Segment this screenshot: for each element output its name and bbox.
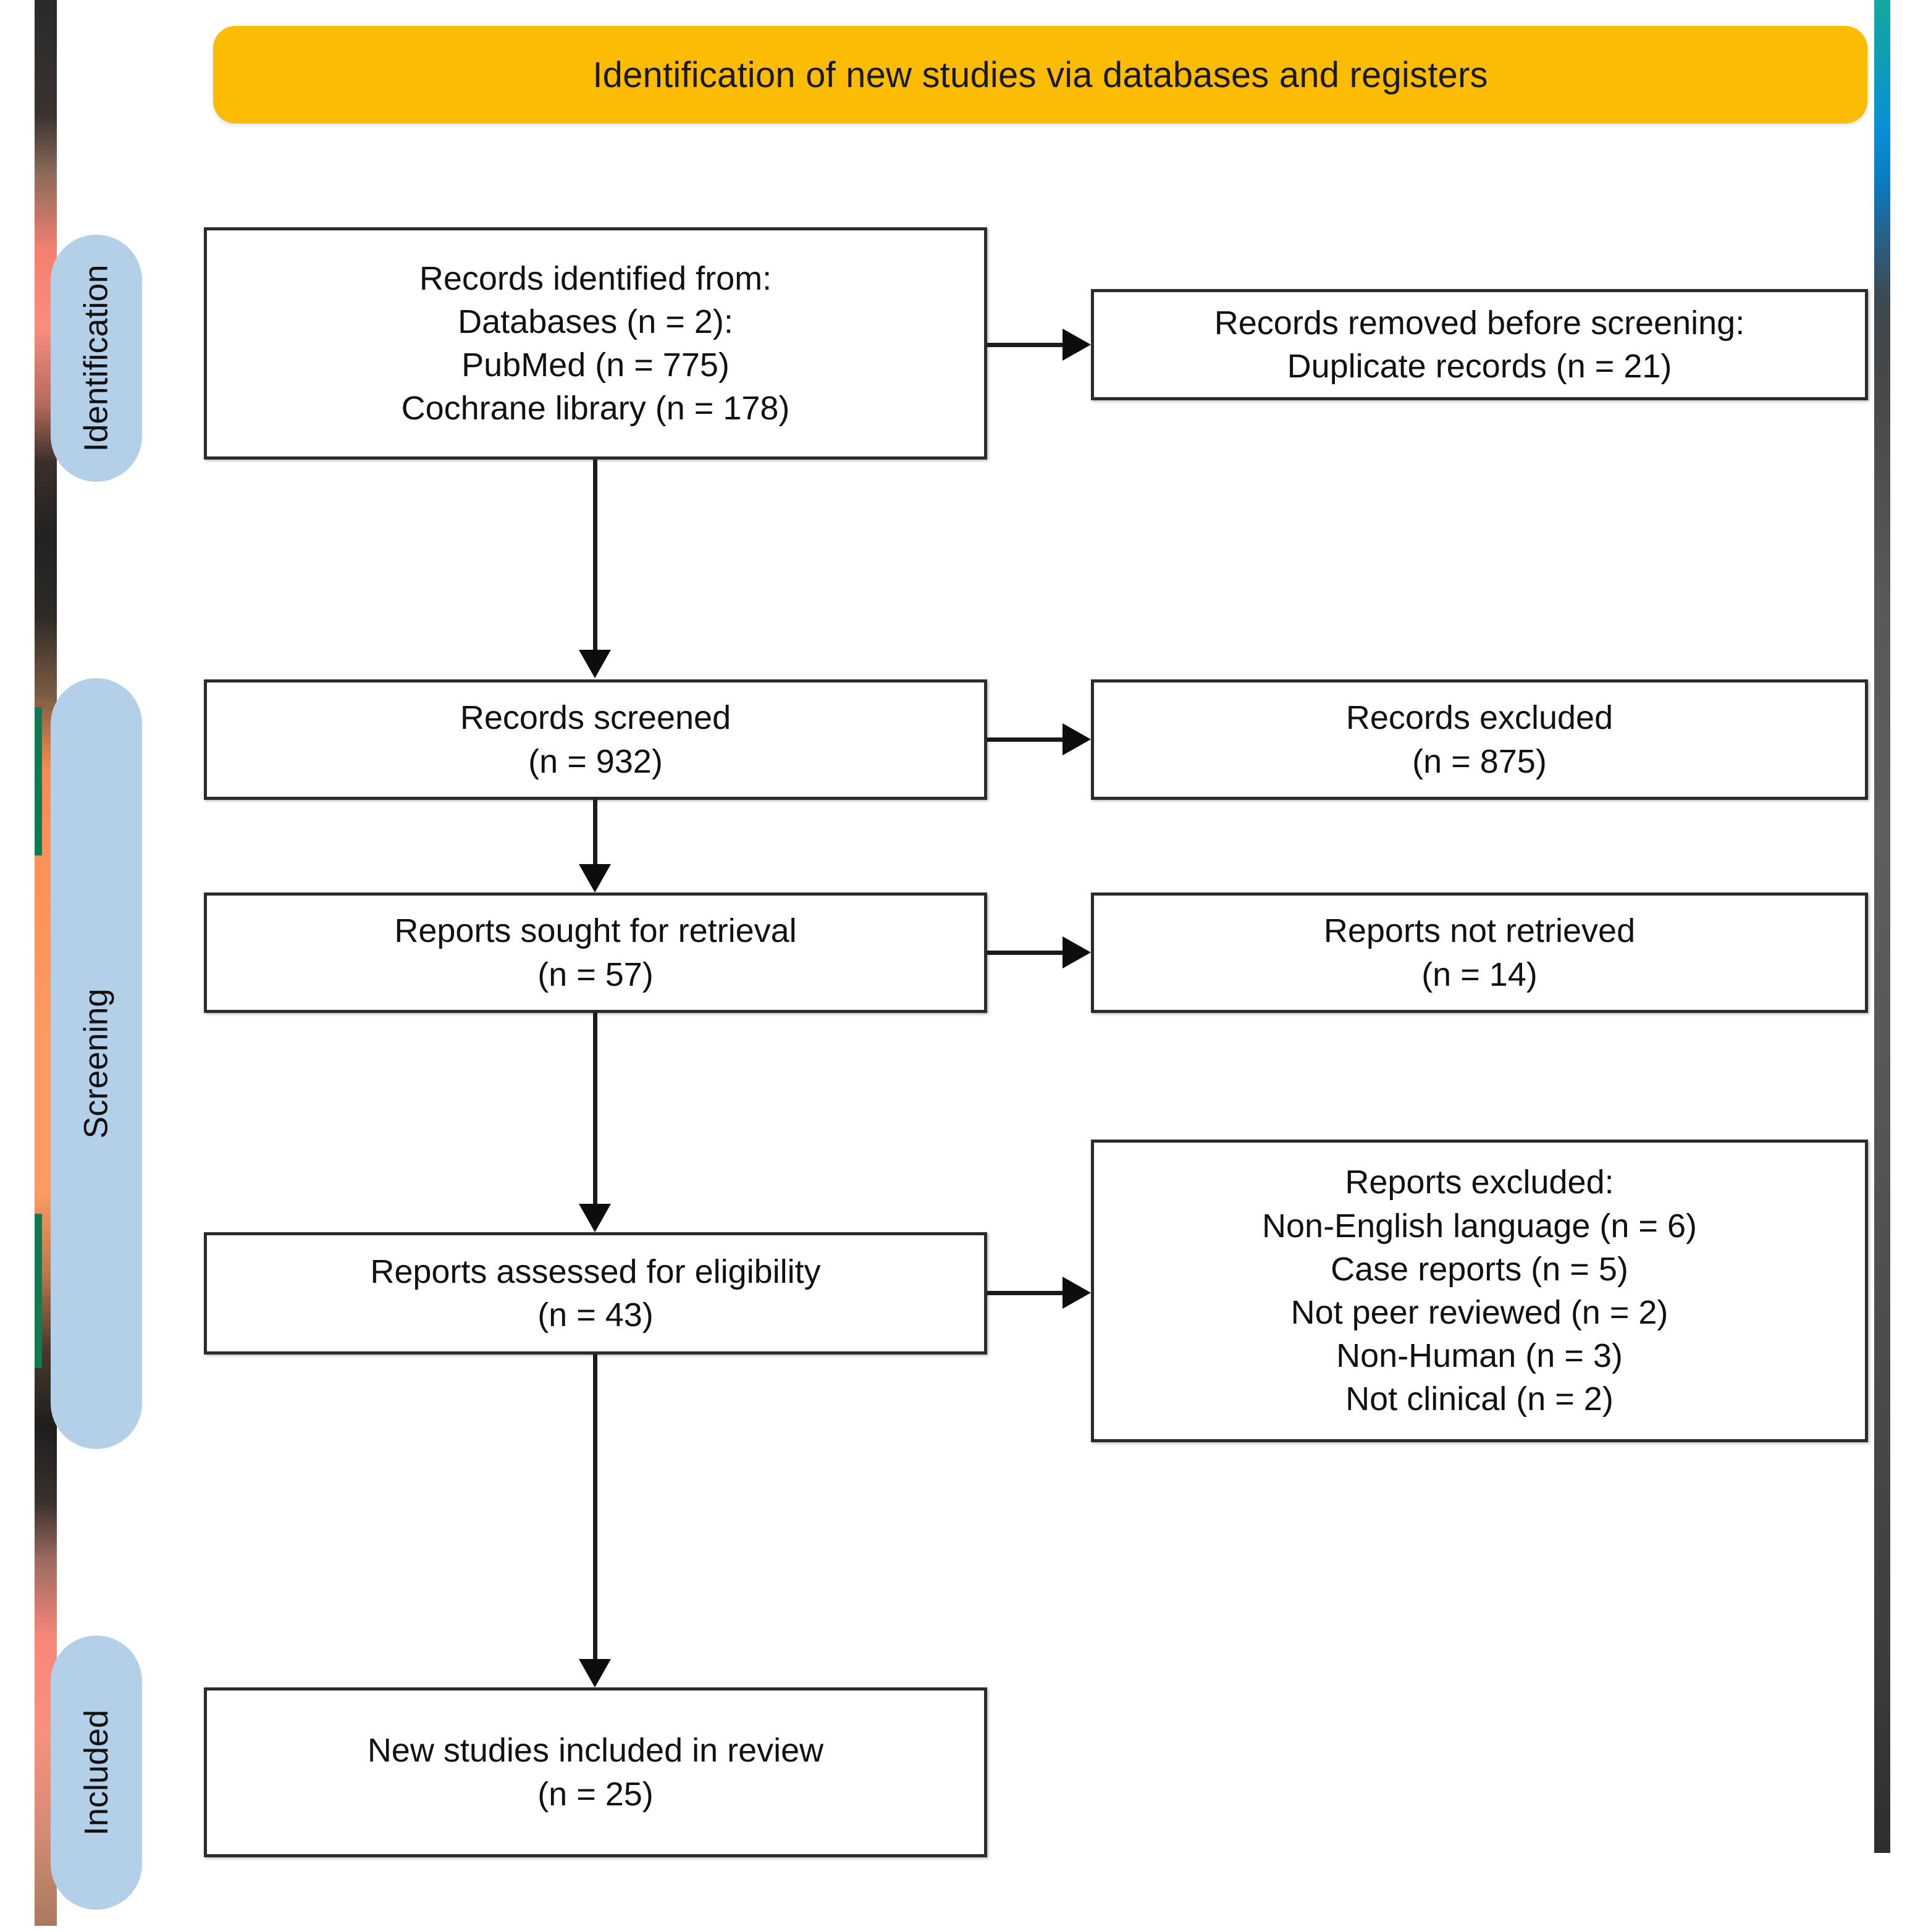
node-line: Not peer reviewed (n = 2) xyxy=(1290,1294,1668,1331)
node-line: (n = 932) xyxy=(528,742,663,780)
stage-pill-included: Included xyxy=(51,1636,142,1910)
arrow-down-icon xyxy=(579,1204,611,1232)
node-records-excluded: Records excluded (n = 875) xyxy=(1091,679,1868,800)
arrow-right-icon xyxy=(1062,329,1091,361)
node-line: (n = 25) xyxy=(537,1775,654,1813)
node-line: (n = 14) xyxy=(1421,956,1538,993)
node-line: Databases (n = 2): xyxy=(458,303,733,340)
node-line: (n = 43) xyxy=(537,1296,654,1334)
node-line: Case reports (n = 5) xyxy=(1331,1250,1628,1288)
node-records-removed-before-screening: Records removed before screening: Duplic… xyxy=(1091,289,1868,400)
node-line: Records excluded xyxy=(1345,699,1614,737)
node-reports-excluded: Reports excluded: Non-English language (… xyxy=(1091,1140,1868,1442)
connector-identified-to-screened xyxy=(593,460,597,652)
node-line: Duplicate records (n = 21) xyxy=(1287,348,1672,385)
left-edge-green-marker-bottom xyxy=(35,1214,42,1368)
diagram-header-banner: Identification of new studies via databa… xyxy=(213,26,1867,124)
node-line: PubMed (n = 775) xyxy=(461,346,730,384)
node-line: Reports excluded: xyxy=(1345,1164,1614,1201)
connector-assessed-to-included xyxy=(593,1354,597,1661)
arrow-right-icon xyxy=(1062,936,1091,968)
node-line: Non-Human (n = 3) xyxy=(1336,1337,1623,1375)
node-line: Records removed before screening: xyxy=(1214,304,1745,342)
right-edge-gradient-bar xyxy=(1874,0,1890,1853)
stage-label-identification: Identification xyxy=(78,264,116,452)
node-records-screened: Records screened (n = 932) xyxy=(204,679,987,800)
left-edge-green-marker-top xyxy=(35,707,42,855)
arrow-right-icon xyxy=(1062,723,1091,755)
arrow-down-icon xyxy=(579,650,611,678)
node-line: (n = 57) xyxy=(537,956,654,993)
connector-sought-to-not-retrieved xyxy=(987,951,1065,955)
connector-screened-to-records-excluded xyxy=(987,737,1065,742)
node-records-identified: Records identified from: Databases (n = … xyxy=(204,227,987,460)
node-reports-assessed-for-eligibility: Reports assessed for eligibility (n = 43… xyxy=(204,1232,987,1354)
arrow-down-icon xyxy=(579,1659,611,1687)
node-line: Records screened xyxy=(460,699,731,737)
stage-pill-screening: Screening xyxy=(51,678,142,1449)
node-reports-not-retrieved: Reports not retrieved (n = 14) xyxy=(1091,892,1868,1013)
stage-label-screening: Screening xyxy=(78,988,116,1139)
node-reports-sought-for-retrieval: Reports sought for retrieval (n = 57) xyxy=(204,892,987,1013)
connector-screened-to-sought xyxy=(593,800,597,867)
connector-sought-to-assessed xyxy=(593,1013,597,1206)
node-line: Not clinical (n = 2) xyxy=(1345,1380,1614,1418)
stage-pill-identification: Identification xyxy=(51,235,142,482)
node-line: Reports sought for retrieval xyxy=(394,912,797,950)
node-new-studies-included: New studies included in review (n = 25) xyxy=(204,1687,987,1857)
node-line: Non-English language (n = 6) xyxy=(1262,1207,1697,1245)
connector-assessed-to-reports-excluded xyxy=(987,1291,1065,1295)
arrow-down-icon xyxy=(579,864,611,892)
diagram-title: Identification of new studies via databa… xyxy=(592,54,1488,95)
arrow-right-icon xyxy=(1062,1277,1091,1309)
node-line: New studies included in review xyxy=(367,1732,824,1770)
connector-identified-to-removed xyxy=(987,343,1065,347)
stage-label-included: Included xyxy=(78,1709,116,1836)
node-line: Records identified from: xyxy=(419,259,772,297)
node-line: (n = 875) xyxy=(1412,742,1547,780)
node-line: Reports assessed for eligibility xyxy=(370,1253,821,1290)
node-line: Reports not retrieved xyxy=(1323,912,1636,950)
node-line: Cochrane library (n = 178) xyxy=(401,390,790,427)
